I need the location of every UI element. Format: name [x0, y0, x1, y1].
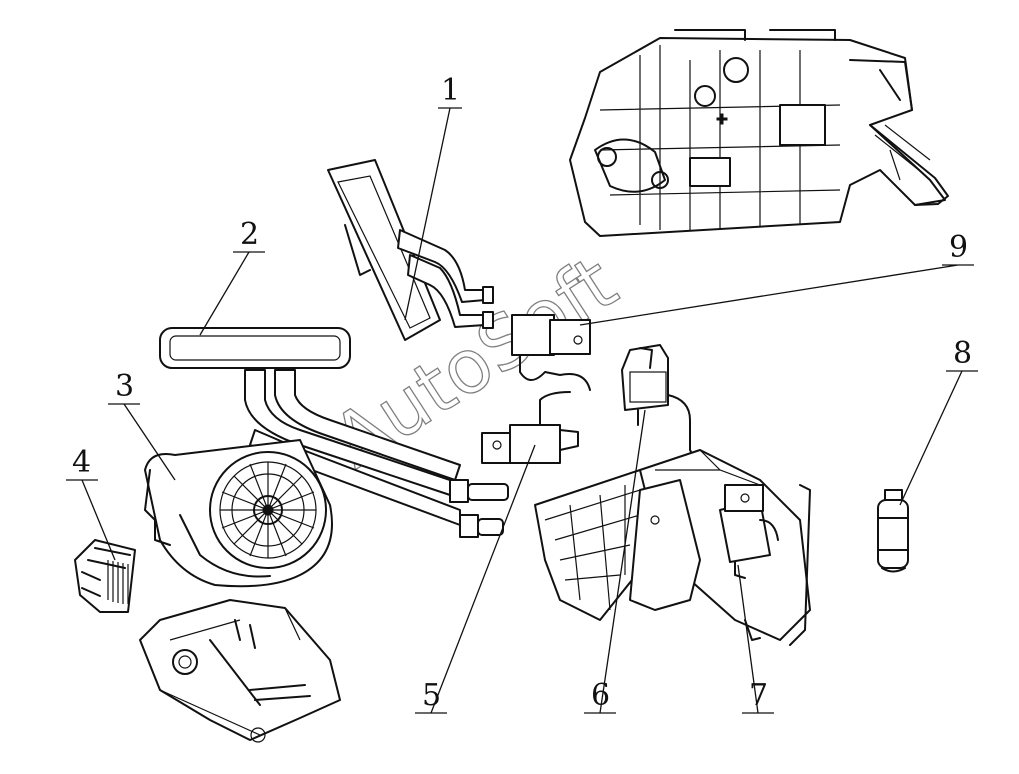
actuator-9 [511, 314, 591, 391]
blower-housing-lower [139, 599, 341, 743]
temperature-sensor [877, 489, 909, 573]
blower-fan [144, 439, 333, 588]
blower-resistor [74, 539, 136, 613]
actuator-7 [719, 484, 779, 579]
callout-9: 9 [949, 230, 968, 265]
actuator-5 [481, 391, 579, 464]
callout-7: 7 [749, 678, 768, 713]
callout-4: 4 [72, 445, 91, 480]
callout-5: 5 [422, 678, 441, 713]
callout-2: 2 [240, 217, 259, 252]
callout-6: 6 [591, 678, 610, 713]
evaporator-core [159, 327, 509, 538]
callout-1: 1 [441, 73, 460, 108]
callout-3: 3 [115, 369, 134, 404]
heater-core [327, 159, 494, 341]
hvac-housing-upper [569, 29, 949, 237]
actuator-6 [621, 344, 701, 458]
callout-8: 8 [953, 336, 972, 371]
